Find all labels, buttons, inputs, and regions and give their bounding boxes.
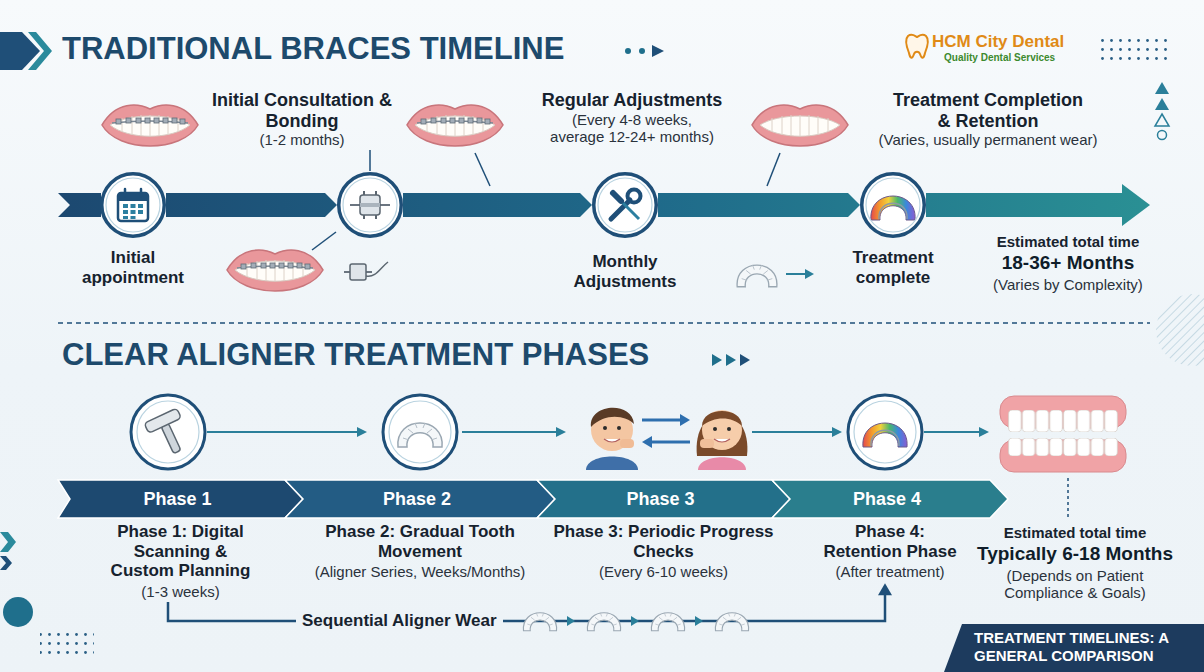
text-slot: Estimated total time xyxy=(965,524,1185,541)
phase-step: Phase 1 Phase 1: Digital Scanning & Custo… xyxy=(58,480,303,600)
corner-decoration xyxy=(0,32,1204,657)
step-label: Monthly Adjustments xyxy=(563,252,687,291)
step-ring xyxy=(337,172,403,238)
text-slot: Typically 6-18 Months xyxy=(959,543,1191,565)
step-ring xyxy=(860,172,926,238)
phase-label: Phase 4 xyxy=(772,480,1008,518)
text-slot: 18-36+ Months xyxy=(958,252,1178,274)
step-heading: Regular Adjustments xyxy=(517,90,747,111)
estimate-note: (Depends on Patient Compliance & Goals) xyxy=(993,567,1158,602)
step-duration: (1-2 months) xyxy=(212,131,392,148)
phase-label: Phase 3 xyxy=(537,480,790,518)
caption-panel xyxy=(944,624,1204,672)
connector xyxy=(403,193,592,217)
text-slot: TRADITIONAL BRACES TIMELINE xyxy=(62,31,564,67)
step-ring xyxy=(592,172,658,238)
text-slot: CLEAR ALIGNER TREATMENT PHASES xyxy=(62,337,649,373)
text-slot: TREATMENT TIMELINES: A GENERAL COMPARISO… xyxy=(974,629,1200,665)
estimate-heading: Estimated total time xyxy=(965,524,1185,541)
step-ring-inner xyxy=(866,178,920,232)
teeth-illustrations xyxy=(102,105,848,291)
phase-label: Phase 1 xyxy=(58,480,303,518)
step-duration: (Every 4-8 weeks, average 12-24+ months) xyxy=(546,111,718,146)
logo-tagline: Quality Dental Services xyxy=(944,52,1055,64)
timeline-step: Initial appointment xyxy=(100,172,166,238)
timeline-step: Regular Adjustments(Every 4-8 weeks, ave… xyxy=(592,172,658,238)
timeline-step: Treatment Completion & Retention(Varies,… xyxy=(860,172,926,238)
step-duration: (Varies, usually permanent wear) xyxy=(863,131,1113,148)
estimate-note: (Varies by Complexity) xyxy=(958,276,1178,293)
text-slot: Quality Dental Services xyxy=(944,52,1055,64)
estimate-value: Typically 6-18 Months xyxy=(959,543,1191,565)
step-ring-outer xyxy=(862,174,925,237)
edge-label: Sequential Aligner Wear xyxy=(296,611,503,631)
step-label: Treatment complete xyxy=(831,248,955,287)
phase-heading: Phase 3: Periodic Progress Checks xyxy=(549,522,779,561)
text-group: Treatment complete xyxy=(831,248,955,287)
logo-tooth xyxy=(906,35,928,58)
section-heading: CLEAR ALIGNER TREATMENT PHASES xyxy=(62,337,649,373)
step-ring-inner xyxy=(106,178,160,232)
step-icons xyxy=(101,173,925,237)
caption-text: TREATMENT TIMELINES: A GENERAL COMPARISO… xyxy=(974,629,1200,665)
phase-label: Phase 2 xyxy=(285,480,555,518)
phase-chevron-shape xyxy=(772,480,1008,518)
text-slot: Sequential Aligner Wear xyxy=(296,611,503,631)
phase-chevron-shape xyxy=(537,480,790,518)
timeline-step: Initial Consultation & Bonding(1-2 month… xyxy=(337,172,403,238)
estimate-heading: Estimated total time xyxy=(958,233,1178,250)
phase-note: (After treatment) xyxy=(800,563,980,580)
step-ring-outer xyxy=(594,174,657,237)
phase-step: Phase 2 Phase 2: Gradual Tooth Movement (A… xyxy=(285,480,555,580)
connector xyxy=(166,193,337,217)
phase-step: Phase 3 Phase 3: Periodic Progress Checks… xyxy=(537,480,790,580)
estimate-value: 18-36+ Months xyxy=(958,252,1178,274)
phase-heading: Phase 4: Retention Phase xyxy=(814,522,966,561)
step-ring-outer xyxy=(339,174,402,237)
phase-note: (Every 6-10 weeks) xyxy=(559,563,769,580)
step-ring xyxy=(100,172,166,238)
timeline-band-segment xyxy=(403,193,592,217)
step-ring-inner xyxy=(598,178,652,232)
phase-chevron-shape xyxy=(58,480,303,518)
text-group: Initial Consultation & Bonding(1-2 month… xyxy=(212,90,392,149)
phase-heading: Phase 2: Gradual Tooth Movement xyxy=(305,522,535,561)
text-slot: Estimated total time xyxy=(958,233,1178,250)
phase-heading: Phase 1: Digital Scanning & Custom Plann… xyxy=(101,522,261,581)
text-slot: (Depends on Patient Compliance & Goals) xyxy=(993,567,1158,602)
diagram-title: TRADITIONAL BRACES TIMELINE xyxy=(62,31,564,67)
phase-note: (1-3 weeks) xyxy=(101,583,261,600)
phase-step: Phase 4 Phase 4: Retention Phase (After tr… xyxy=(772,480,1008,580)
step-heading: Treatment Completion & Retention xyxy=(888,90,1088,131)
step-heading: Initial Consultation & Bonding xyxy=(212,90,392,131)
arrowhead xyxy=(878,583,892,595)
step-ring-outer xyxy=(102,174,165,237)
text-group: Regular Adjustments(Every 4-8 weeks, ave… xyxy=(517,90,747,145)
timeline-band-segment xyxy=(658,193,860,217)
step-ring-inner xyxy=(343,178,397,232)
text-group: Initial appointment xyxy=(71,248,195,287)
phase-note: (Aligner Series, Weeks/Months) xyxy=(295,563,545,580)
text-slot: (Varies by Complexity) xyxy=(958,276,1178,293)
step-label: Initial appointment xyxy=(71,248,195,287)
text-slot: HCM City Dental xyxy=(932,32,1064,52)
text-group: Treatment Completion & Retention(Varies,… xyxy=(863,90,1113,149)
phase-chevron-shape xyxy=(285,480,555,518)
logo-name: HCM City Dental xyxy=(932,32,1064,52)
connector xyxy=(658,193,860,217)
text-group: Monthly Adjustments xyxy=(563,252,687,291)
connector-line xyxy=(168,594,885,621)
timeline-band-segment xyxy=(166,193,337,217)
